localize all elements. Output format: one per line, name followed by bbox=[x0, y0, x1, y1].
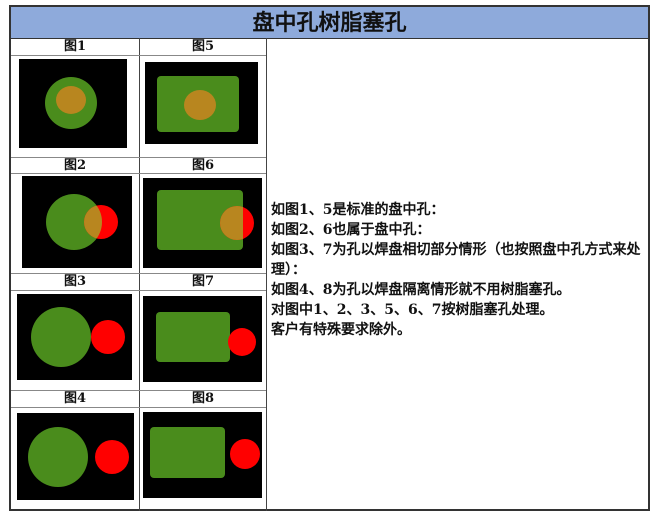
page-title: 盘中孔树脂塞孔 bbox=[9, 5, 650, 39]
figure-label-5: 图5 bbox=[191, 39, 215, 54]
column-divider bbox=[266, 38, 267, 511]
figure-2-image bbox=[22, 176, 132, 268]
figure-label-3: 图3 bbox=[63, 274, 87, 289]
description-line: 对图中1、2、3、5、6、7按树脂塞孔处理。 bbox=[271, 302, 554, 318]
row-divider bbox=[11, 273, 266, 274]
description-line: 如图4、8为孔以焊盘隔离情形就不用树脂塞孔。 bbox=[271, 282, 571, 298]
row-divider bbox=[11, 290, 266, 291]
figure-label-8: 图8 bbox=[191, 391, 215, 406]
description-text: 如图1、5是标准的盘中孔： 如图2、6也属于盘中孔： 如图3、7为孔以焊盘相切部… bbox=[271, 200, 649, 340]
figure-6-image bbox=[143, 178, 262, 268]
figure-4-image bbox=[17, 413, 134, 500]
figure-8-image bbox=[143, 412, 262, 498]
figure-label-6: 图6 bbox=[191, 158, 215, 173]
figure-label-7: 图7 bbox=[191, 274, 215, 289]
row-divider bbox=[11, 407, 266, 408]
figure-3-image bbox=[17, 294, 132, 380]
row-divider bbox=[11, 55, 266, 56]
figure-1-image bbox=[19, 59, 127, 148]
row-divider bbox=[11, 390, 266, 391]
figure-label-2: 图2 bbox=[63, 158, 87, 173]
description-line: 客户有特殊要求除外。 bbox=[271, 322, 411, 338]
row-divider bbox=[11, 157, 266, 158]
table-frame bbox=[9, 38, 650, 511]
description-line: 如图2、6也属于盘中孔： bbox=[271, 222, 431, 238]
figure-5-image bbox=[145, 62, 258, 144]
figure-7-image bbox=[143, 296, 262, 382]
row-divider bbox=[11, 173, 266, 174]
figure-label-4: 图4 bbox=[63, 391, 87, 406]
column-divider bbox=[139, 38, 140, 511]
description-line: 如图3、7为孔以焊盘相切部分情形（也按照盘中孔方式来处理）： bbox=[271, 242, 641, 278]
figure-label-1: 图1 bbox=[63, 39, 87, 54]
description-line: 如图1、5是标准的盘中孔： bbox=[271, 202, 445, 218]
